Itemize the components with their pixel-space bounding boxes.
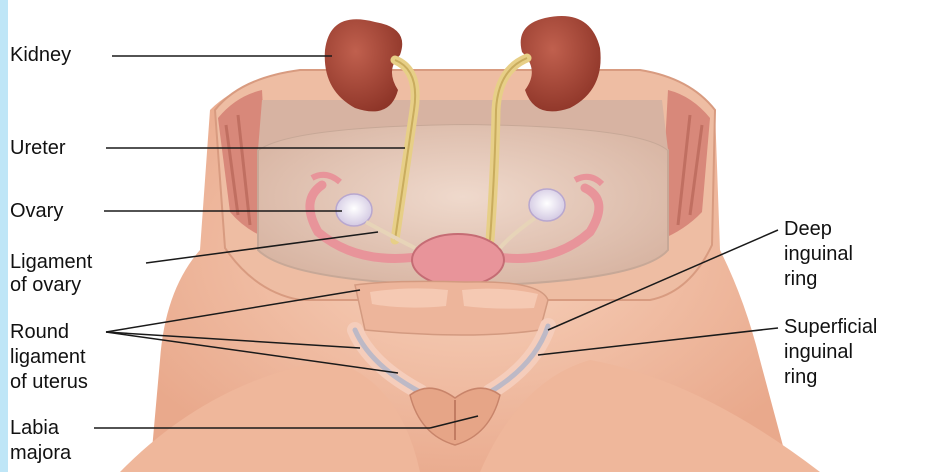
right-ovary — [529, 189, 565, 221]
round-ligament-label-line-3: of uterus — [10, 371, 88, 393]
ligament-of-ovary-label-line-1: Ligament — [10, 251, 92, 273]
superficial-inguinal-ring-label-line-2: inguinal — [784, 341, 853, 363]
superficial-inguinal-ring-label-line-1: Superficial — [784, 316, 877, 338]
deep-inguinal-ring-label-line-1: Deep — [784, 218, 832, 240]
labia-majora-label-line-2: majora — [10, 442, 71, 464]
deep-inguinal-ring-label-line-2: inguinal — [784, 243, 853, 265]
uterus — [412, 234, 504, 286]
labia-majora-label-line-1: Labia — [10, 417, 59, 439]
round-ligament-label-line-2: ligament — [10, 346, 86, 368]
ureter-label: Ureter — [10, 137, 66, 159]
superficial-inguinal-ring-label-line-3: ring — [784, 366, 817, 388]
round-ligament-label-line-1: Round — [10, 321, 69, 343]
deep-inguinal-ring-label-line-3: ring — [784, 268, 817, 290]
ovary-label: Ovary — [10, 200, 63, 222]
kidney-label: Kidney — [10, 44, 71, 66]
ligament-of-ovary-label-line-2: of ovary — [10, 274, 81, 296]
